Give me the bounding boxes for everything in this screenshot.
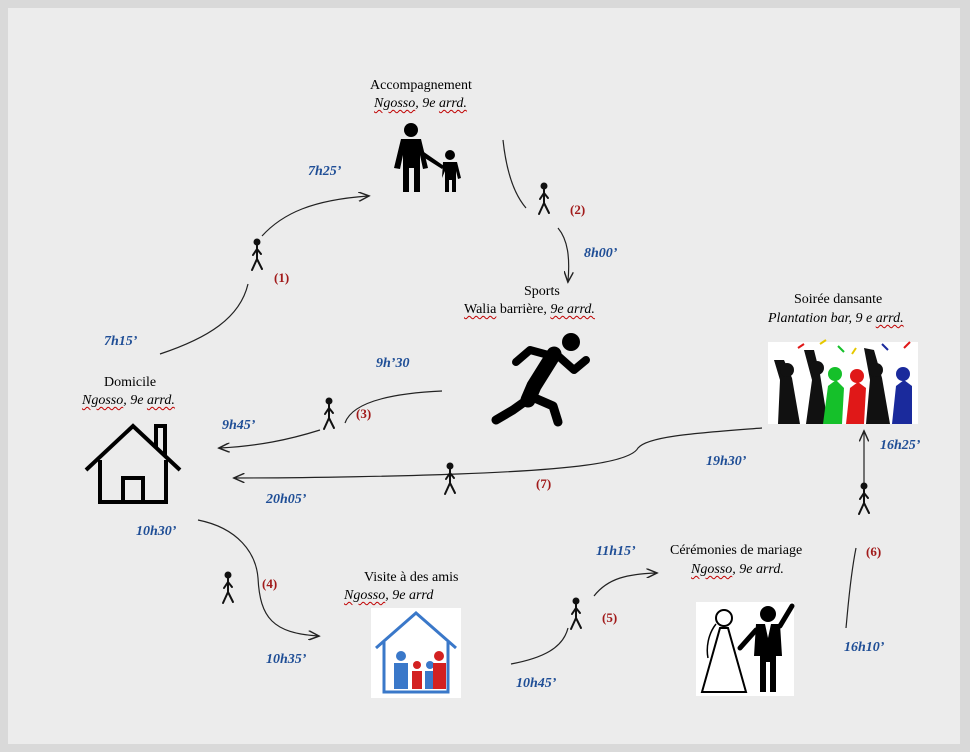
place-accompagnement-address: Ngosso, 9e arrd. — [374, 96, 467, 111]
place-soiree-title: Soirée dansante — [794, 292, 883, 307]
walker-icon — [444, 462, 456, 495]
place-visite-address: Ngosso, 9e arrd — [344, 588, 434, 603]
place-sports-address: Walia barrière, 9e arrd. — [464, 302, 595, 317]
place-visite-title: Visite à des amis — [364, 570, 459, 585]
wedding-couple-icon — [696, 602, 795, 696]
walker-icon — [251, 238, 263, 271]
place-domicile-title: Domicile — [104, 375, 157, 390]
step-number: (4) — [262, 576, 278, 591]
diagram-canvas: Accompagnement Ngosso, 9e arrd. Sports W… — [8, 8, 960, 744]
time-label: 10h30’ — [136, 524, 177, 539]
place-mariage-title: Cérémonies de mariage — [670, 543, 803, 558]
walker-icons-layer — [222, 182, 870, 630]
place-sports-title: Sports — [524, 284, 560, 299]
path-4 — [197, 519, 318, 636]
time-label: 10h35’ — [266, 652, 307, 667]
path-3-right — [344, 390, 443, 424]
place-accompagnement-title: Accompagnement — [370, 78, 472, 93]
time-label: 11h15’ — [596, 544, 636, 559]
family-house-icon — [371, 608, 461, 698]
time-label: 10h45’ — [516, 676, 557, 691]
party-crowd-icon — [768, 339, 918, 424]
time-label: 9h’30 — [376, 356, 410, 371]
walker-icon — [858, 482, 870, 515]
walker-icon — [538, 182, 550, 215]
step-number: (5) — [602, 610, 618, 625]
step-number: (2) — [570, 202, 586, 217]
time-label: 20h05’ — [266, 492, 307, 507]
path-2-lower — [557, 227, 569, 281]
step-number: (3) — [356, 406, 372, 421]
path-1-upper — [261, 196, 368, 237]
place-soiree-address: Plantation bar, 9 e arrd. — [768, 311, 904, 326]
place-domicile-address: Ngosso, 9e arrd. — [82, 393, 175, 408]
path-2-upper — [502, 139, 527, 209]
walker-icon — [222, 571, 234, 604]
path-7 — [235, 427, 763, 478]
time-label: 16h25’ — [880, 438, 921, 453]
path-1-lower — [159, 283, 249, 355]
time-label: 7h15’ — [104, 334, 138, 349]
parent-child-icon — [394, 123, 461, 192]
path-5 — [510, 573, 656, 665]
time-label: 9h45’ — [222, 418, 256, 433]
runner-icon — [491, 333, 590, 427]
step-number: (1) — [274, 270, 290, 285]
walker-icon — [570, 597, 582, 630]
time-label: 8h00’ — [584, 246, 618, 261]
house-icon — [84, 423, 182, 504]
step-number: (6) — [866, 544, 882, 559]
place-mariage-address: Ngosso, 9e arrd. — [691, 562, 784, 577]
step-number: (7) — [536, 476, 552, 491]
time-label: 7h25’ — [308, 164, 342, 179]
time-label: 19h30’ — [706, 454, 747, 469]
time-label: 16h10’ — [844, 640, 885, 655]
path-3-left — [220, 429, 321, 448]
walker-icon — [323, 397, 335, 430]
